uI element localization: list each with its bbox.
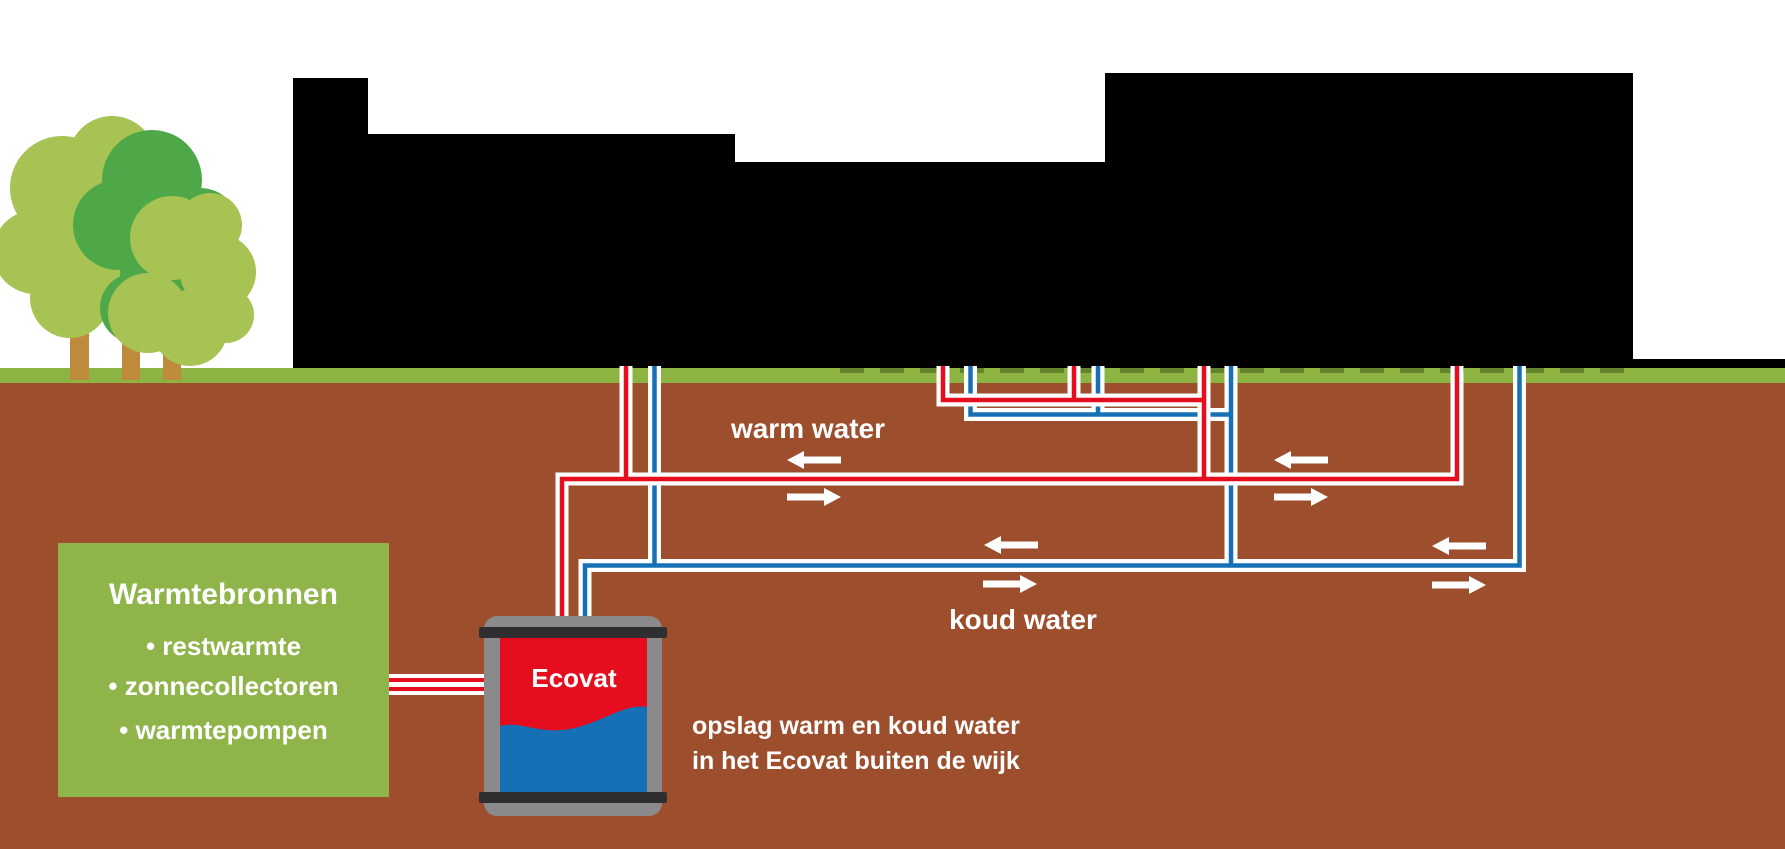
ecovat-tank-icon [479,616,667,816]
koud-water-label: koud water [949,604,1097,635]
heat-sources-panel: Warmtebronnen • restwarmte • zonnecollec… [58,543,389,797]
heat-source-item: • restwarmte [145,631,302,661]
storage-caption-line2: in het Ecovat buiten de wijk [692,747,1020,775]
warm-water-pipe-network [555,366,1464,622]
storage-caption-line1: opslag warm en koud water [692,712,1020,740]
heat-source-item: • warmtepompen [119,715,328,745]
trees-icon [0,116,256,380]
warm-water-label: warm water [730,413,886,444]
buildings-silhouette-icon [293,73,1633,368]
storage-caption: opslag warm en koud water in het Ecovat … [692,709,1020,779]
ecovat-tank-label: Ecovat [531,663,617,693]
tree-right-canopy [108,193,256,366]
source-feed-pipe [385,674,495,695]
cold-water-pipe-network [578,366,1526,622]
heat-sources-title: Warmtebronnen [109,578,338,611]
ground-line-right [1633,359,1785,368]
heat-source-item: • zonnecollectoren [108,671,339,701]
